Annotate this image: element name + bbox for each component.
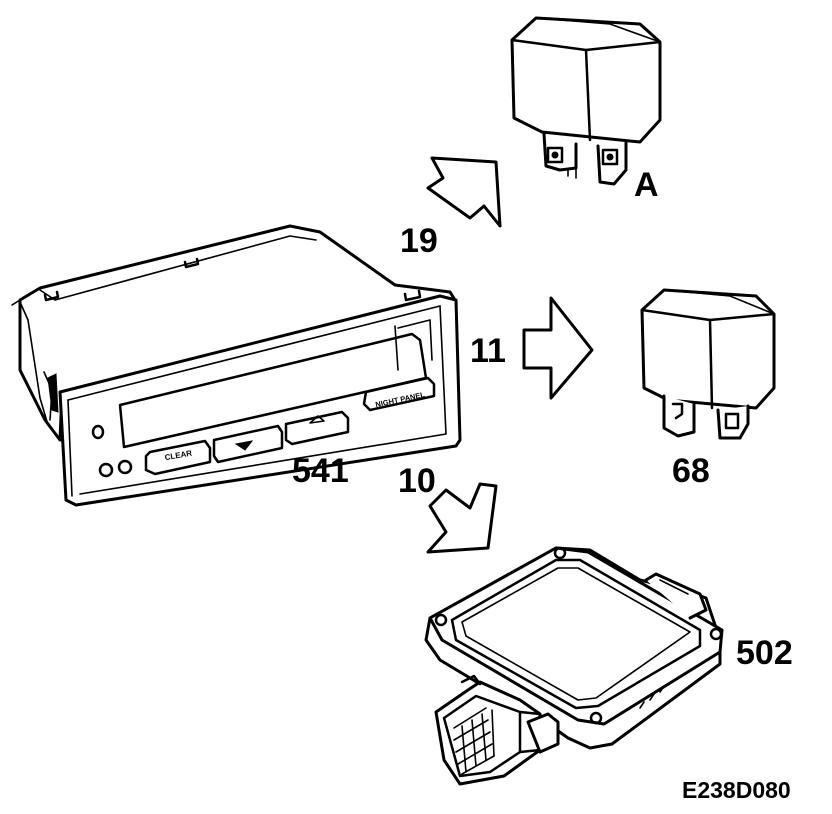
label-541: 541 <box>292 452 349 490</box>
label-11: 11 <box>470 332 506 370</box>
figure-id: E238D080 <box>682 777 791 803</box>
arrow-10-icon <box>426 482 498 554</box>
up-triangle-icon <box>309 415 325 424</box>
label-68: 68 <box>672 452 710 490</box>
down-triangle-icon <box>234 440 254 451</box>
control-module-502 <box>424 546 724 786</box>
label-10: 10 <box>398 462 436 500</box>
display-unit-541: CLEAR NIGHT PANEL <box>11 224 462 507</box>
label-19: 19 <box>400 222 438 260</box>
arrow-11-icon <box>522 296 594 400</box>
relay-a <box>510 16 662 186</box>
label-a: A <box>634 166 659 204</box>
arrow-19-icon <box>426 156 502 228</box>
relay-68 <box>640 288 776 440</box>
label-502: 502 <box>736 634 793 672</box>
